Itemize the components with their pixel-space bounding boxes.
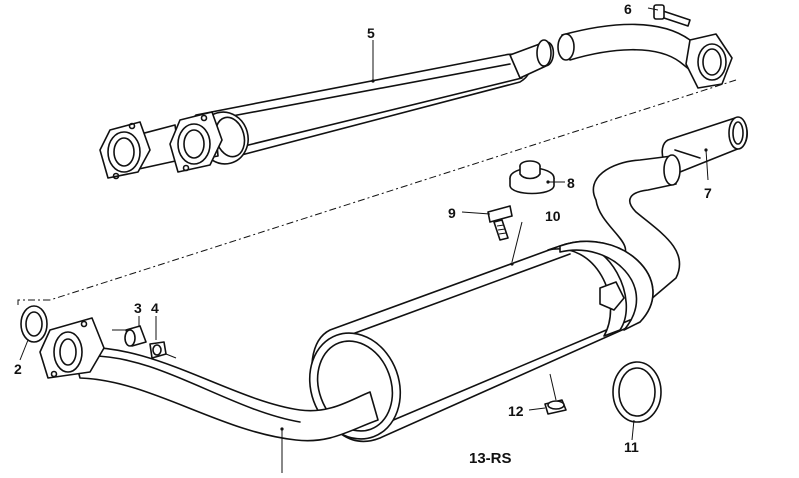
tailpipe-trim-part-7 <box>661 116 748 181</box>
clamp-part-12 <box>528 373 567 415</box>
bolt-part-9 <box>461 205 513 241</box>
assembly-line-left <box>17 299 50 305</box>
rubber-mount-part-8 <box>509 160 565 195</box>
callout-4: 4 <box>151 300 159 316</box>
callout-10: 10 <box>545 208 561 224</box>
front-silencer-part-5 <box>99 39 555 180</box>
callout-11: 11 <box>624 439 639 455</box>
callout-3: 3 <box>134 300 142 316</box>
callout-6: 6 <box>624 1 632 17</box>
front-pipe-part-1 <box>39 317 379 473</box>
gasket-part-2 <box>19 305 48 361</box>
callout-2: 2 <box>14 361 22 377</box>
assembly-line-upper <box>49 79 737 301</box>
sealing-ring-part-11 <box>612 361 662 441</box>
intermediate-pipe-part-6 <box>557 4 733 89</box>
callout-12: 12 <box>508 403 524 419</box>
diagram-code: 13-RS <box>469 450 512 467</box>
nut-part-4 <box>149 316 177 359</box>
callout-9: 9 <box>448 205 456 221</box>
callout-7: 7 <box>704 185 712 201</box>
callout-8: 8 <box>567 175 575 191</box>
sleeve-part-3 <box>112 316 147 347</box>
callout-5: 5 <box>367 25 375 41</box>
